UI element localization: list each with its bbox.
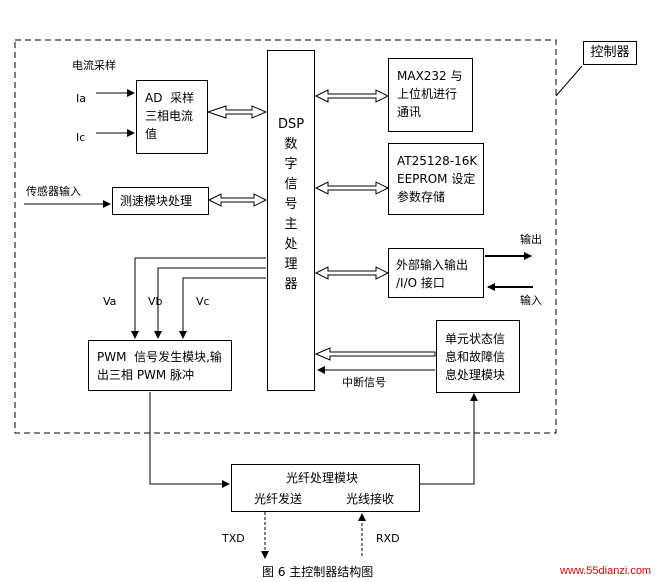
dsp-line-7: 理 (284, 257, 298, 272)
vc-label: Vc (196, 295, 210, 308)
fiber-send-label: 光纤发送 (254, 492, 303, 506)
controller-border (14, 39, 557, 434)
fiber-box: 光纤处理模块 光纤发送 光线接收 (231, 464, 420, 512)
ia-label: Ia (76, 92, 86, 105)
status-text: 单元状态信 息和故障信 息处理模块 (445, 332, 506, 382)
vb-label: Vb (148, 295, 163, 308)
ic-label: Ic (76, 131, 86, 144)
dsp-line-0: DSP (277, 117, 305, 132)
va-label: Va (103, 295, 117, 308)
eeprom-text: AT25128-16K EEPROM 设定 参数存储 (397, 154, 478, 204)
pwm-box: PWM 信号发生模块,输 出三相 PWM 脉冲 (88, 340, 232, 391)
current-sampling-label: 电流采样 (72, 59, 116, 72)
fiber-to-status-line (420, 393, 478, 485)
dsp-line-2: 字 (284, 157, 298, 172)
vb-line (154, 267, 266, 339)
io-box: 外部输入输出 /I/O 接口 (388, 248, 484, 298)
dsp-io-arrow (314, 266, 390, 280)
vc-line (179, 277, 266, 339)
input-label: 输入 (520, 294, 542, 307)
status-to-dsp-arrow (314, 347, 436, 361)
dsp-line-1: 数 (284, 137, 298, 152)
dsp-box: DSP 数 字 信 号 主 处 理 器 (267, 50, 315, 391)
dsp-line-4: 号 (284, 197, 298, 212)
dsp-line-5: 主 (284, 217, 298, 232)
dsp-max232-arrow (314, 89, 390, 103)
controller-tag: 控制器 (583, 41, 637, 65)
figure-caption: 图 6 主控制器结构图 (262, 565, 374, 579)
txd-label: TXD (222, 532, 245, 545)
dsp-eeprom-arrow (314, 181, 390, 195)
speed-dsp-arrow (207, 193, 268, 207)
fiber-recv-label: 光线接收 (346, 492, 395, 506)
rxd-label: RXD (376, 532, 400, 545)
dsp-text: DSP 数 字 信 号 主 处 理 器 (268, 115, 314, 295)
pwm-text: PWM 信号发生模块,输 出三相 PWM 脉冲 (97, 350, 222, 382)
dsp-line-8: 器 (284, 277, 298, 292)
dsp-line-3: 信 (284, 177, 298, 192)
ad-to-dsp-arrow (206, 105, 268, 119)
status-box: 单元状态信 息和故障信 息处理模块 (436, 320, 520, 393)
speed-module-text: 测速模块处理 (120, 194, 193, 208)
sensor-input-label: 传感器输入 (26, 185, 81, 198)
dsp-line-6: 处 (284, 237, 298, 252)
max232-text: MAX232 与 上位机进行 通讯 (397, 69, 463, 119)
va-line (131, 257, 266, 339)
pwm-to-fiber-line (149, 392, 230, 488)
watermark: www.55dianzi.com (560, 565, 652, 577)
eeprom-box: AT25128-16K EEPROM 设定 参数存储 (388, 143, 484, 215)
ad-sampling-box: AD 采样 三相电流 值 (136, 80, 208, 154)
io-text: 外部输入输出 /I/O 接口 (396, 258, 469, 290)
fiber-title: 光纤处理模块 (286, 471, 359, 485)
ad-sampling-text: AD 采样 三相电流 值 (145, 91, 195, 141)
max232-box: MAX232 与 上位机进行 通讯 (388, 58, 473, 132)
controller-tag-leader (555, 65, 583, 97)
output-label: 输出 (520, 233, 542, 246)
interrupt-label: 中断信号 (342, 376, 386, 389)
speed-module-box: 测速模块处理 (112, 187, 209, 215)
